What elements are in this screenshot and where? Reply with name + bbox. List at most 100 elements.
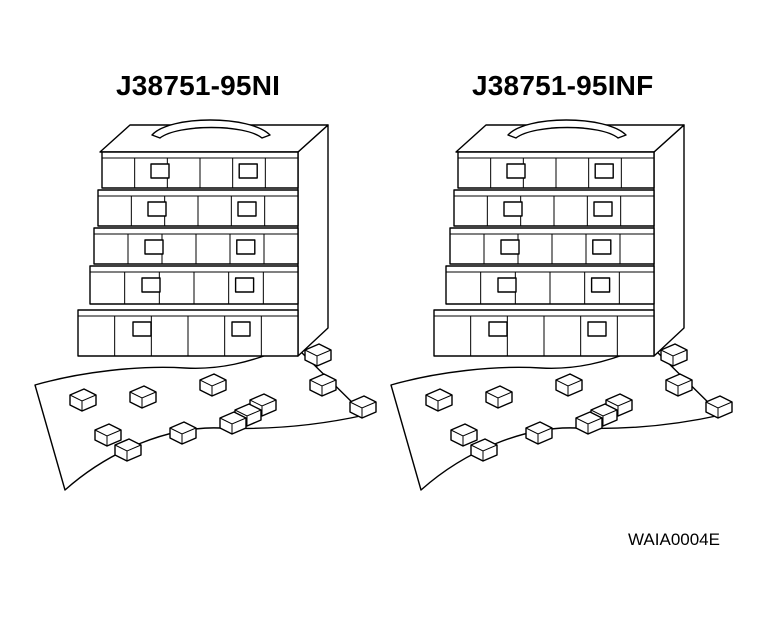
drawer-tab — [234, 277, 255, 293]
connector-body — [114, 438, 142, 462]
connector-edge — [234, 409, 262, 426]
connector-body — [69, 388, 97, 412]
drawer-tab — [506, 163, 526, 179]
cabinet-drawer — [433, 309, 655, 357]
cabinet-side-panel — [653, 124, 685, 357]
connector-body — [129, 385, 157, 409]
drawer-tab — [147, 201, 167, 217]
connector-part-icon — [129, 385, 157, 409]
drawer-tab — [497, 277, 517, 293]
connector-body — [525, 421, 553, 445]
connector-part-icon — [69, 388, 97, 412]
connector-body — [219, 411, 247, 435]
connector-edge — [555, 379, 583, 396]
cabinet-drawer — [77, 309, 299, 357]
connector-edge — [219, 417, 247, 434]
connector-part-icon — [470, 438, 498, 462]
drawer-tab — [237, 201, 257, 217]
connector-body — [450, 423, 478, 447]
carry-handle-icon — [151, 119, 271, 139]
connector-body — [349, 395, 377, 419]
parts-mat — [390, 345, 722, 491]
kit-part-number-left: J38751-95NI — [116, 70, 281, 101]
connector-edge — [349, 401, 377, 418]
connector-edge — [425, 394, 453, 411]
connector-kit-illustration-right — [390, 119, 733, 491]
cabinet-drawer — [453, 189, 655, 227]
drawer-tab — [590, 277, 611, 293]
connector-part-icon — [665, 373, 693, 397]
carry-handle-icon — [507, 119, 627, 139]
connector-part-icon — [555, 373, 583, 397]
drawer-tab — [144, 239, 164, 255]
cabinet-drawer — [89, 265, 299, 305]
connector-edge — [660, 349, 688, 366]
connector-edge — [470, 444, 498, 461]
kit-part-number-right: J38751-95INF — [472, 70, 654, 101]
connector-part-icon — [169, 421, 197, 445]
connector-edge — [525, 427, 553, 444]
connector-part-icon — [219, 411, 247, 435]
drawer-tab — [500, 239, 520, 255]
connector-body — [575, 411, 603, 435]
connector-body — [660, 343, 688, 367]
connector-part-icon — [525, 421, 553, 445]
connector-edge — [304, 349, 332, 366]
drawer-tab — [587, 321, 607, 337]
connector-edge — [114, 444, 142, 461]
drawer-tab — [594, 163, 614, 179]
cabinet-drawer — [457, 151, 655, 189]
connector-part-icon — [705, 395, 733, 419]
drawer-tab — [488, 321, 508, 337]
cabinet-drawer — [101, 151, 299, 189]
connector-part-icon — [425, 388, 453, 412]
connector-part-icon — [309, 373, 337, 397]
connector-part-icon — [114, 438, 142, 462]
connector-edge — [249, 399, 277, 416]
connector-edge — [94, 429, 122, 446]
cabinet-side-panel — [297, 124, 329, 357]
drawer-tab — [150, 163, 170, 179]
connector-edge — [575, 417, 603, 434]
connector-body — [705, 395, 733, 419]
connector-part-icon — [349, 395, 377, 419]
connector-edge — [199, 379, 227, 396]
connector-edge — [309, 379, 337, 396]
connector-body — [665, 373, 693, 397]
connector-edge — [450, 429, 478, 446]
connector-edge — [169, 427, 197, 444]
connector-edge — [705, 401, 733, 418]
connector-part-icon — [304, 343, 332, 367]
drawer-tab — [503, 201, 523, 217]
connector-body — [309, 373, 337, 397]
cabinet-top — [99, 124, 329, 153]
connector-edge — [69, 394, 97, 411]
connector-edge — [665, 379, 693, 396]
cabinet-drawer — [93, 227, 299, 265]
connector-part-icon — [575, 411, 603, 435]
cabinet-top — [455, 124, 685, 153]
connector-body — [425, 388, 453, 412]
drawer-tab — [593, 201, 613, 217]
drawer-tab — [231, 321, 251, 337]
drawer-tab — [141, 277, 161, 293]
connector-part-icon — [94, 423, 122, 447]
connector-body — [94, 423, 122, 447]
connector-part-icon — [450, 423, 478, 447]
figure-reference-code: WAIA0004E — [628, 530, 720, 549]
drawer-tab — [238, 163, 258, 179]
drawer-tab — [592, 239, 612, 255]
cabinet-drawer — [445, 265, 655, 305]
connector-body — [470, 438, 498, 462]
cabinet-drawer — [449, 227, 655, 265]
connector-body — [199, 373, 227, 397]
parts-mat — [34, 345, 366, 491]
connector-edge — [590, 409, 618, 426]
connector-body — [304, 343, 332, 367]
connector-body — [169, 421, 197, 445]
connector-part-icon — [485, 385, 513, 409]
connector-edge — [605, 399, 633, 416]
connector-body — [485, 385, 513, 409]
drawer-tab — [236, 239, 256, 255]
connector-body — [555, 373, 583, 397]
